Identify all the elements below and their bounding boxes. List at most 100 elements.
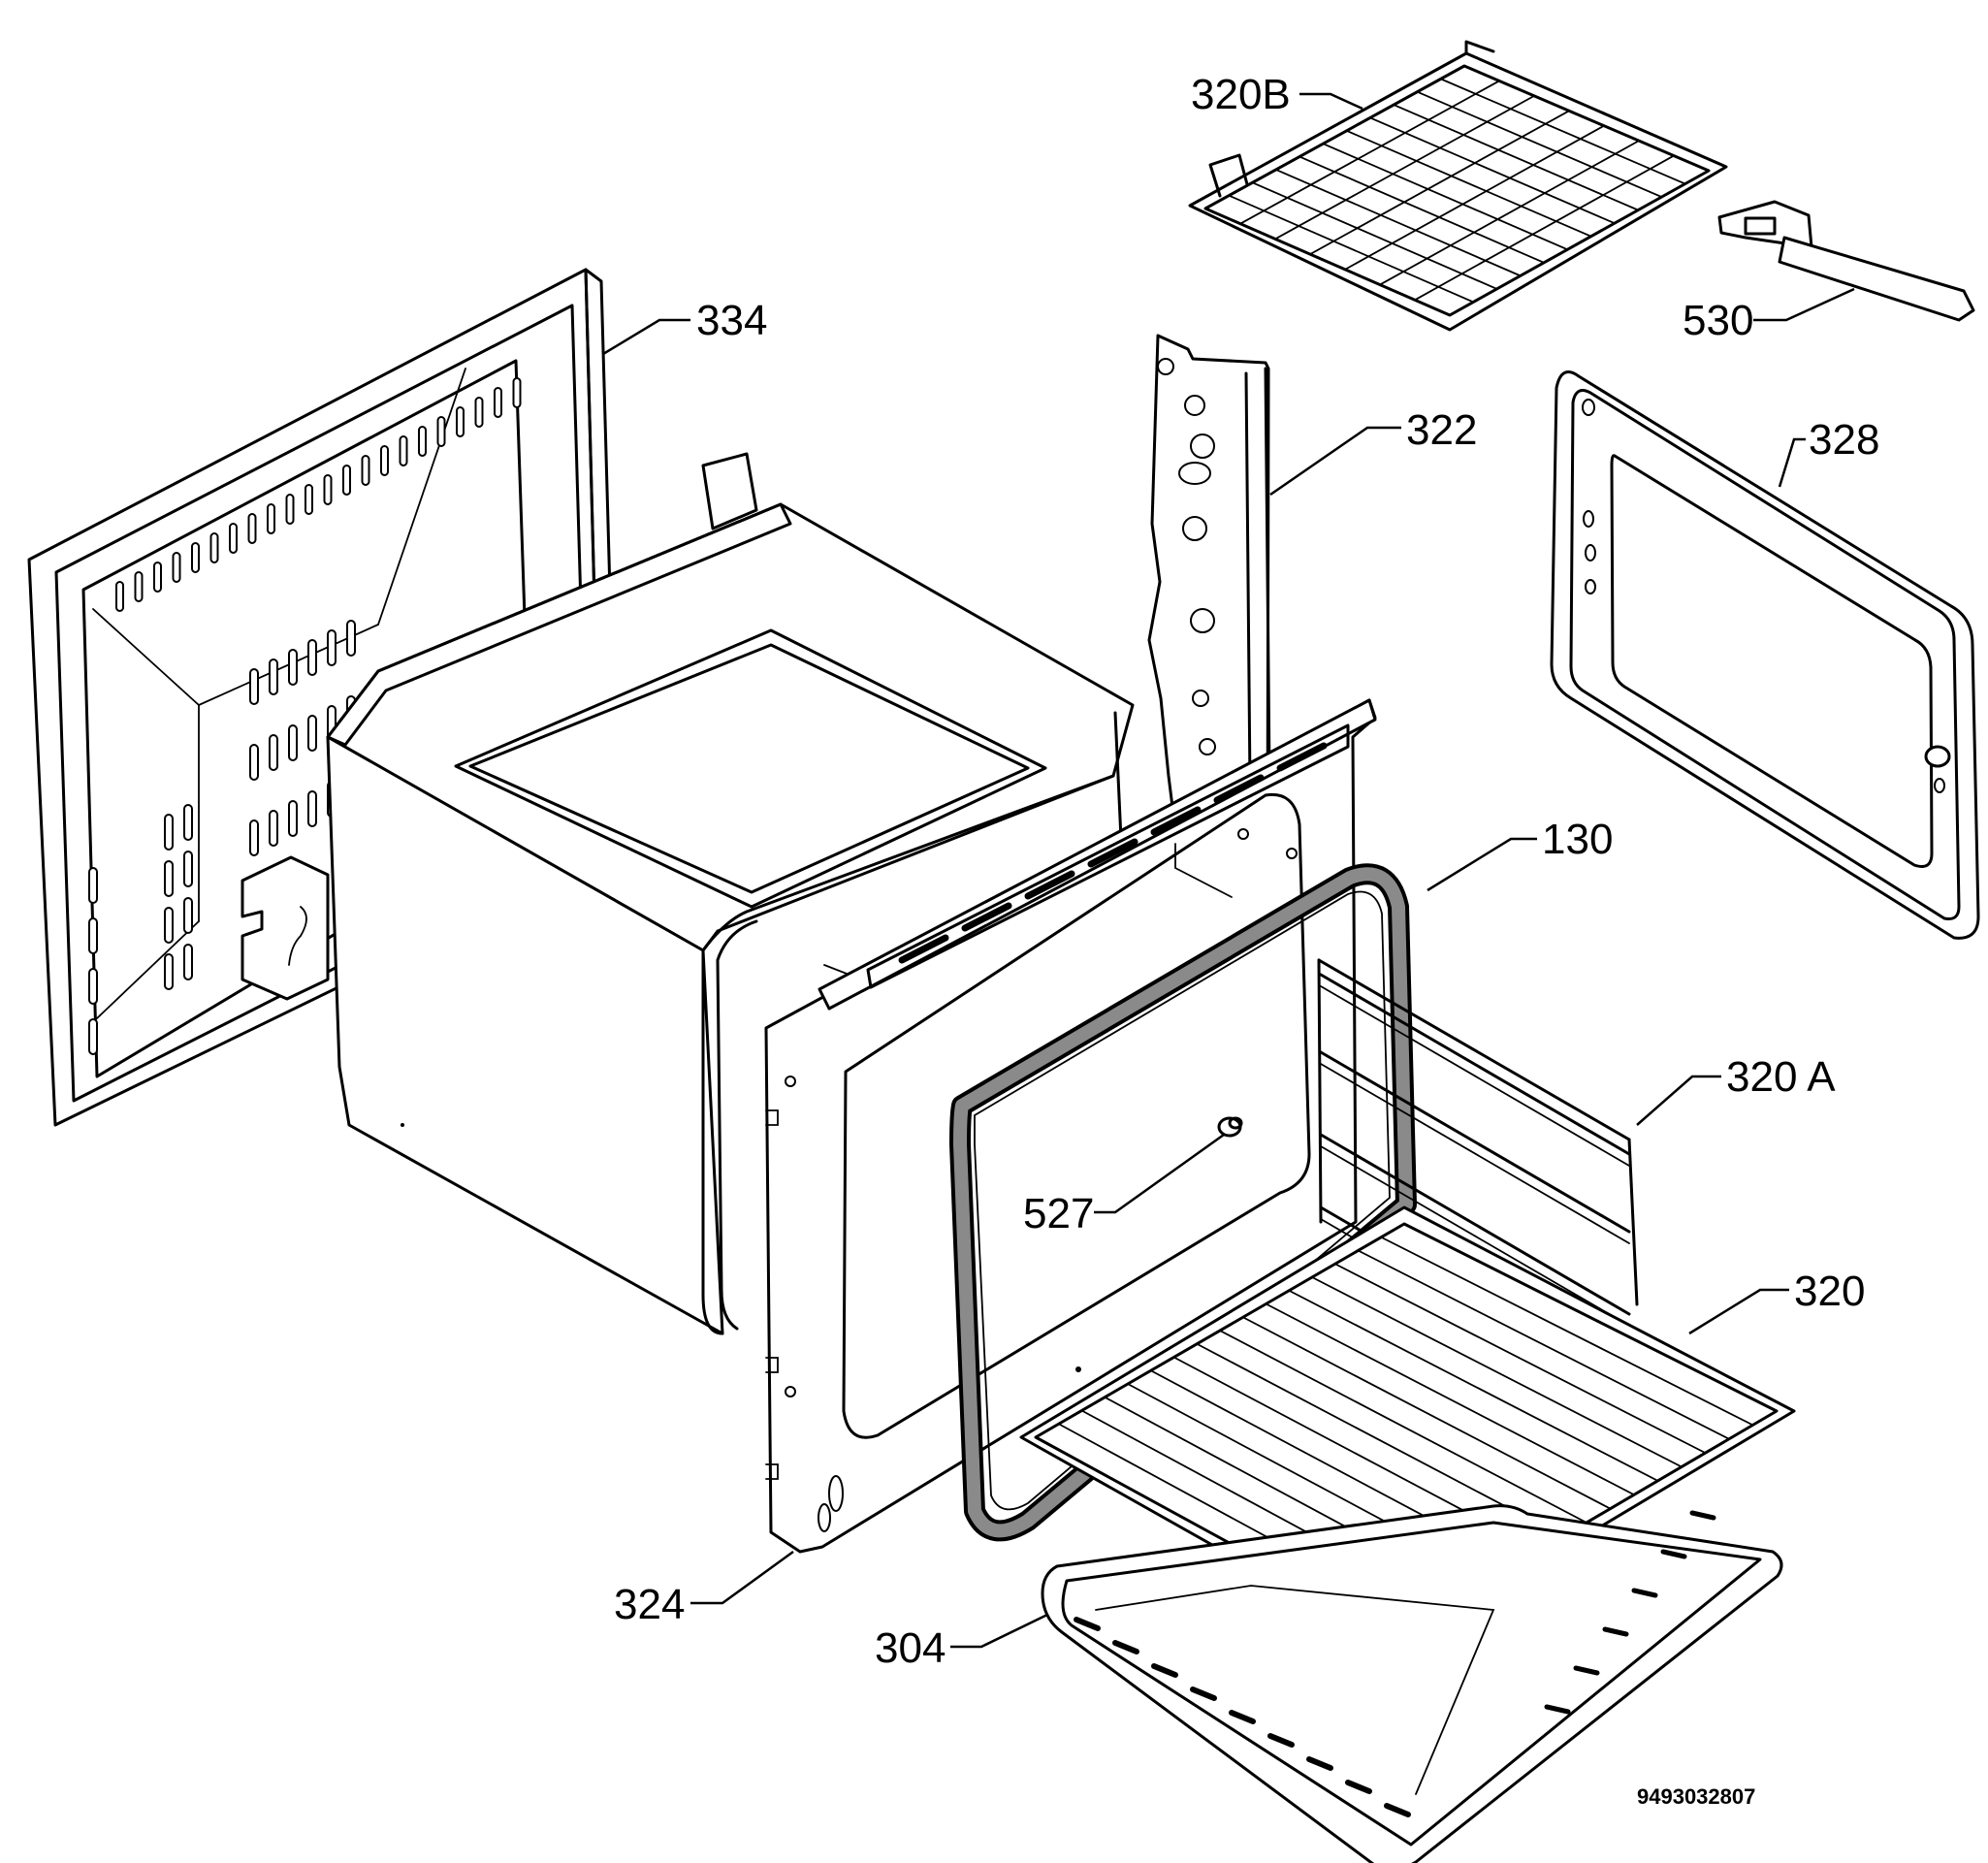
label-328: 328: [1809, 416, 1879, 464]
runner-rail-edge: [1320, 1063, 1630, 1244]
label-530: 530: [1683, 297, 1753, 344]
vent-slot: [115, 581, 124, 612]
vent-slot: [1276, 742, 1328, 772]
vent-slot: [494, 387, 502, 418]
runner-rail: [1319, 1133, 1631, 1316]
label-320a: 320 A: [1726, 1053, 1836, 1101]
grid-wire: [1414, 154, 1675, 302]
vent-slot: [961, 902, 1012, 932]
vent-slot: [1024, 870, 1075, 900]
vent-slot: [307, 790, 317, 827]
document-number: 9493032807: [1637, 1784, 1755, 1809]
grid-wire: [1322, 143, 1569, 251]
runner-rail-edge: [1320, 985, 1630, 1167]
shelf-wire: [1311, 1276, 1683, 1468]
vent-slot: [267, 503, 275, 534]
vent-slot: [1087, 838, 1138, 868]
front-frame-vent-slots: [898, 742, 1328, 964]
vent-slot: [134, 571, 144, 602]
runner-rail: [1319, 973, 1631, 1156]
grid-wire: [1251, 181, 1498, 290]
upper-grid-wires: [1228, 78, 1686, 304]
shelf-wire: [1219, 1330, 1587, 1524]
grid-wire: [1393, 104, 1640, 211]
vent-slot: [164, 814, 174, 851]
label-320b: 320B: [1191, 71, 1291, 118]
vent-slot: [307, 639, 317, 676]
vent-slot: [164, 953, 174, 990]
vent-slot: [1150, 806, 1202, 836]
vent-slot: [249, 819, 259, 856]
leader-lines: [602, 92, 1855, 1649]
vent-slot: [88, 867, 98, 904]
grid-wire: [1345, 129, 1592, 238]
rear-panel-vent-slots: [115, 377, 522, 612]
vent-slot: [307, 715, 317, 752]
vent-slot: [249, 668, 259, 705]
label-304: 304: [875, 1624, 946, 1672]
tray-slot: [1602, 1626, 1629, 1637]
grid-wire: [1344, 124, 1605, 271]
tray-slot: [1544, 1704, 1571, 1715]
grid-wire: [1416, 90, 1663, 198]
vent-slot: [288, 649, 298, 686]
vent-slot: [1213, 774, 1265, 804]
tray-slot: [1074, 1617, 1101, 1631]
grid-wire: [1369, 116, 1616, 225]
runner-rail: [1319, 1050, 1631, 1234]
vent-slot: [88, 1018, 98, 1055]
vent-slot: [247, 513, 257, 544]
label-527: 527: [1023, 1190, 1094, 1237]
shelf-wire: [1333, 1263, 1707, 1455]
label-324: 324: [614, 1581, 685, 1628]
shelf-handle-530: [1717, 200, 1975, 322]
vent-slot: [269, 810, 278, 847]
tray-slot: [1689, 1510, 1716, 1521]
vent-slot: [249, 744, 259, 781]
grid-wire: [1239, 80, 1500, 225]
runner-rail-edge: [1320, 1145, 1630, 1327]
tray-slot: [1660, 1549, 1687, 1559]
upper-wire-grid-320b: [1188, 40, 1728, 332]
vent-slot: [327, 629, 337, 666]
tray-slot: [1229, 1710, 1256, 1724]
vent-slot: [172, 552, 181, 583]
vent-slot: [380, 445, 389, 476]
label-320: 320: [1794, 1268, 1865, 1315]
inner-glass-328: [1550, 370, 1980, 940]
shelf-wire: [1288, 1289, 1659, 1482]
vent-slot: [183, 897, 193, 934]
vent-slot: [88, 968, 98, 1005]
grid-wire: [1299, 155, 1545, 264]
vent-slot: [288, 724, 298, 761]
label-322: 322: [1406, 406, 1477, 454]
tray-slot: [1151, 1663, 1178, 1678]
shelf-wire: [1380, 1236, 1754, 1427]
vent-slot: [183, 804, 193, 841]
vent-slot: [288, 800, 298, 837]
vent-slot: [183, 944, 193, 980]
vent-slot: [456, 406, 465, 437]
vent-slot: [229, 523, 238, 554]
grid-wire: [1228, 194, 1475, 304]
shelf-wire: [1241, 1316, 1612, 1510]
vent-slot: [153, 562, 162, 593]
lamp-527: [1217, 1116, 1243, 1138]
tray-slot: [1190, 1686, 1217, 1701]
tray-slot: [1384, 1803, 1411, 1817]
grid-wire: [1274, 94, 1535, 241]
vent-slot: [399, 435, 408, 466]
tray-slot: [1345, 1780, 1372, 1794]
vent-slot: [474, 397, 484, 428]
vent-slot: [209, 532, 219, 563]
grid-wire: [1379, 140, 1640, 286]
vent-slot: [323, 474, 333, 505]
vent-slot: [269, 734, 278, 771]
baking-tray-vent-slots: [1074, 1510, 1716, 1817]
vent-slot: [164, 860, 174, 897]
part-labels: 334 322 320B 530 328 130 320 A 527 320 3…: [614, 71, 1879, 1672]
vent-slot: [361, 455, 370, 486]
vent-slot: [88, 917, 98, 954]
vent-slot: [436, 416, 446, 447]
